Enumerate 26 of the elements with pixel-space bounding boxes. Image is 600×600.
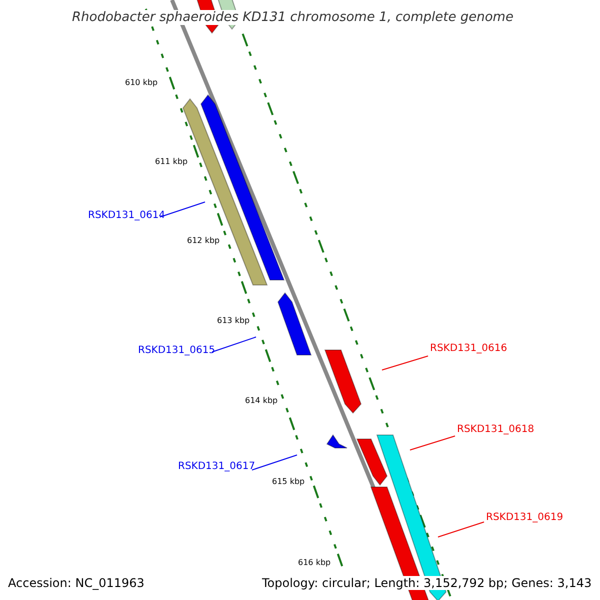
scale-label: 616 kbp (298, 558, 331, 567)
gene-label: RSKD131_0615 (138, 345, 216, 356)
leader-line (382, 356, 428, 370)
gene-bar (277, 292, 312, 356)
scale-label: 614 kbp (245, 396, 278, 405)
gene-bar (326, 434, 348, 448)
leader-line (252, 454, 298, 470)
gene-label: RSKD131_0618 (457, 424, 534, 435)
scale-label: 610 kbp (125, 78, 158, 87)
gene-label: RSKD131_0614 (88, 210, 166, 221)
gene-label: RSKD131_0619 (486, 512, 564, 523)
gene-label: RSKD131_0617 (178, 461, 256, 472)
scale-label: 611 kbp (155, 157, 188, 166)
scale-label: 615 kbp (272, 477, 305, 486)
leader-line (410, 436, 456, 450)
scale-label: 613 kbp (217, 316, 250, 325)
gene-bar (200, 94, 285, 280)
scale-label: 612 kbp (187, 236, 220, 245)
leader-line (160, 202, 206, 218)
leader-line (212, 336, 256, 352)
footer-text: Topology: circular; Length: 3,152,792 bp; Genes: 3,143 (262, 576, 592, 590)
gene-bar (356, 438, 388, 486)
gene-label: RSKD131_0616 (430, 343, 508, 354)
gene-bar (324, 350, 362, 414)
leader-line (438, 522, 484, 538)
footer-text: Accession: NC_011963 (8, 576, 144, 590)
